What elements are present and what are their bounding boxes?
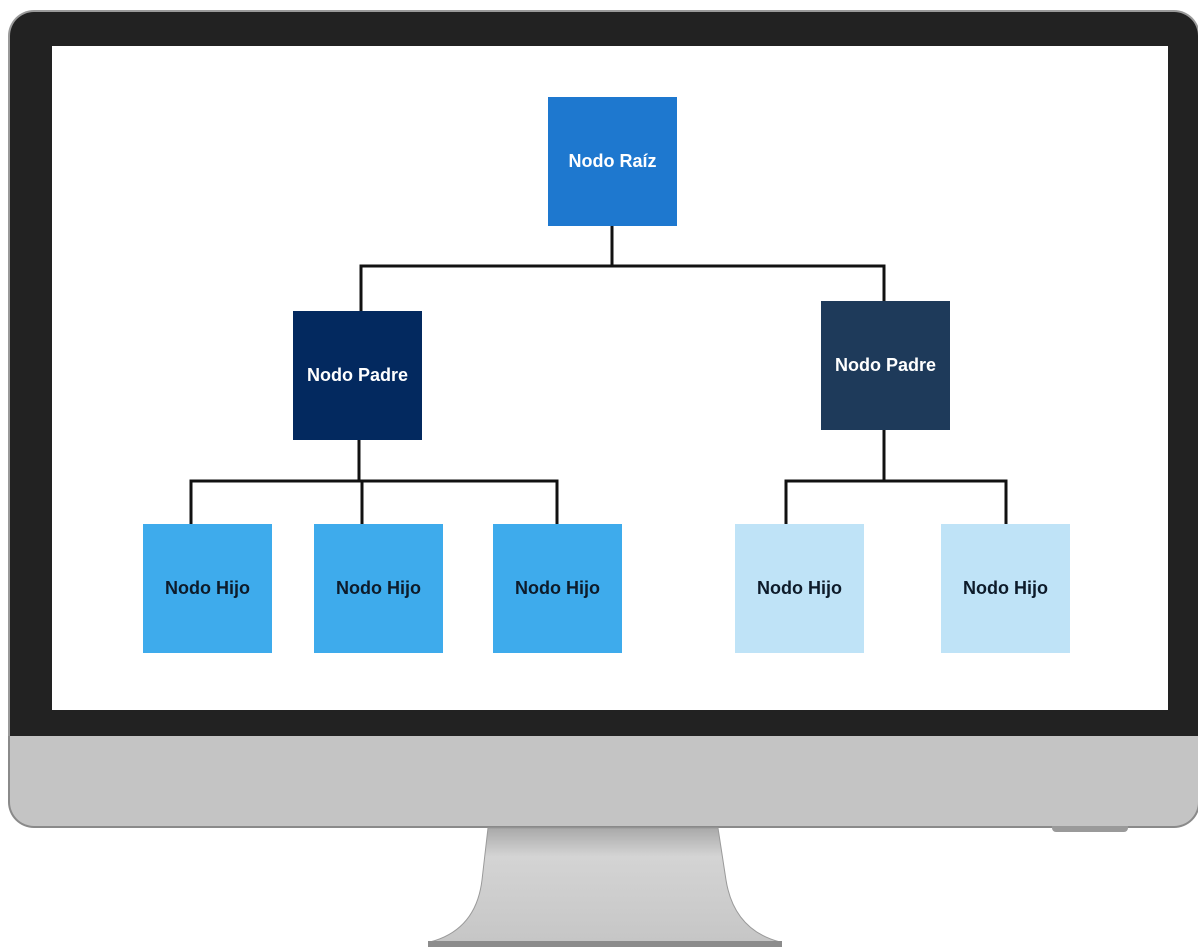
monitor-chin-notch xyxy=(1052,826,1128,832)
child-node-3: Nodo Hijo xyxy=(493,524,622,653)
root-node: Nodo Raíz xyxy=(548,97,677,226)
parent-node-label: Nodo Padre xyxy=(834,355,936,375)
child-node-label: Nodo Hijo xyxy=(963,578,1048,598)
child-node-label: Nodo Hijo xyxy=(515,578,600,598)
child-node-label: Nodo Hijo xyxy=(165,578,250,598)
child-node-label: Nodo Hijo xyxy=(757,578,842,598)
monitor-chin xyxy=(8,736,1198,828)
child-node-5: Nodo Hijo xyxy=(941,524,1070,653)
parent-node-1: Nodo Padre xyxy=(293,311,422,440)
parent-node-label: Nodo Padre xyxy=(306,365,408,385)
parent-node-2: Nodo Padre xyxy=(821,301,950,430)
root-node-label: Nodo Raíz xyxy=(568,151,657,171)
child-node-label: Nodo Hijo xyxy=(336,578,421,598)
child-node-2: Nodo Hijo xyxy=(314,524,443,653)
child-node-4: Nodo Hijo xyxy=(735,524,864,653)
child-node-1: Nodo Hijo xyxy=(143,524,272,653)
